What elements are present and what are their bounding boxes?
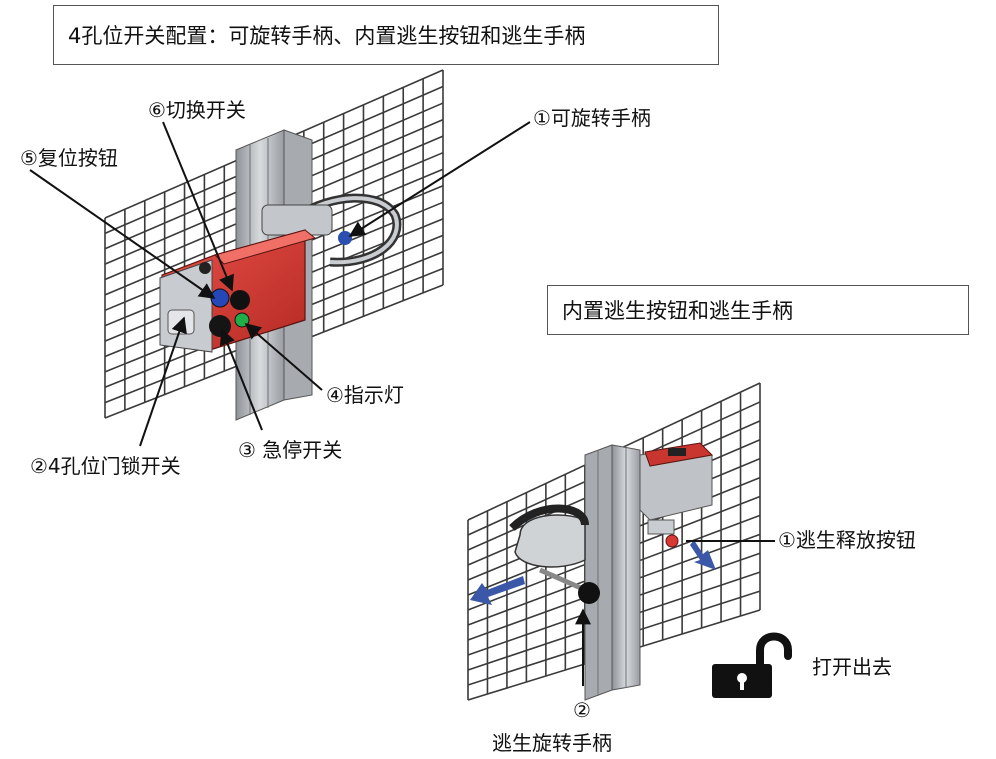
main-title-text: 4孔位开关配置：可旋转手柄、内置逃生按钮和逃生手柄	[68, 24, 586, 48]
escape-handle-assembly	[509, 504, 600, 604]
blue-motion-arrows	[470, 540, 716, 605]
label-escape-handle-number: ②	[573, 698, 591, 722]
unlocked-padlock-icon	[712, 632, 792, 698]
label-reset-button: ⑤复位按钮	[20, 146, 118, 170]
label-indicator: ④指示灯	[326, 383, 404, 407]
label-open-exit: 打开出去	[812, 655, 892, 679]
bottom-aluminium-post	[584, 444, 641, 701]
label-door-lock-switch: ②4孔位门锁开关	[30, 454, 181, 478]
top-leader-lines	[29, 121, 531, 447]
label-emergency-stop: ③ 急停开关	[238, 438, 343, 462]
bottom-leader-lines	[575, 540, 775, 686]
rotatable-handle	[261, 193, 402, 267]
sub-title-text: 内置逃生按钮和逃生手柄	[562, 299, 793, 323]
label-rotatable-handle: ①可旋转手柄	[533, 106, 651, 130]
label-escape-handle-text: 逃生旋转手柄	[492, 731, 612, 755]
label-selector-switch: ⑥切换开关	[148, 98, 246, 122]
label-escape-release-button: ①逃生释放按钮	[778, 528, 916, 552]
escape-lock-box	[639, 442, 714, 548]
sub-title: 内置逃生按钮和逃生手柄	[547, 285, 969, 335]
main-title: 4孔位开关配置：可旋转手柄、内置逃生按钮和逃生手柄	[53, 5, 719, 65]
